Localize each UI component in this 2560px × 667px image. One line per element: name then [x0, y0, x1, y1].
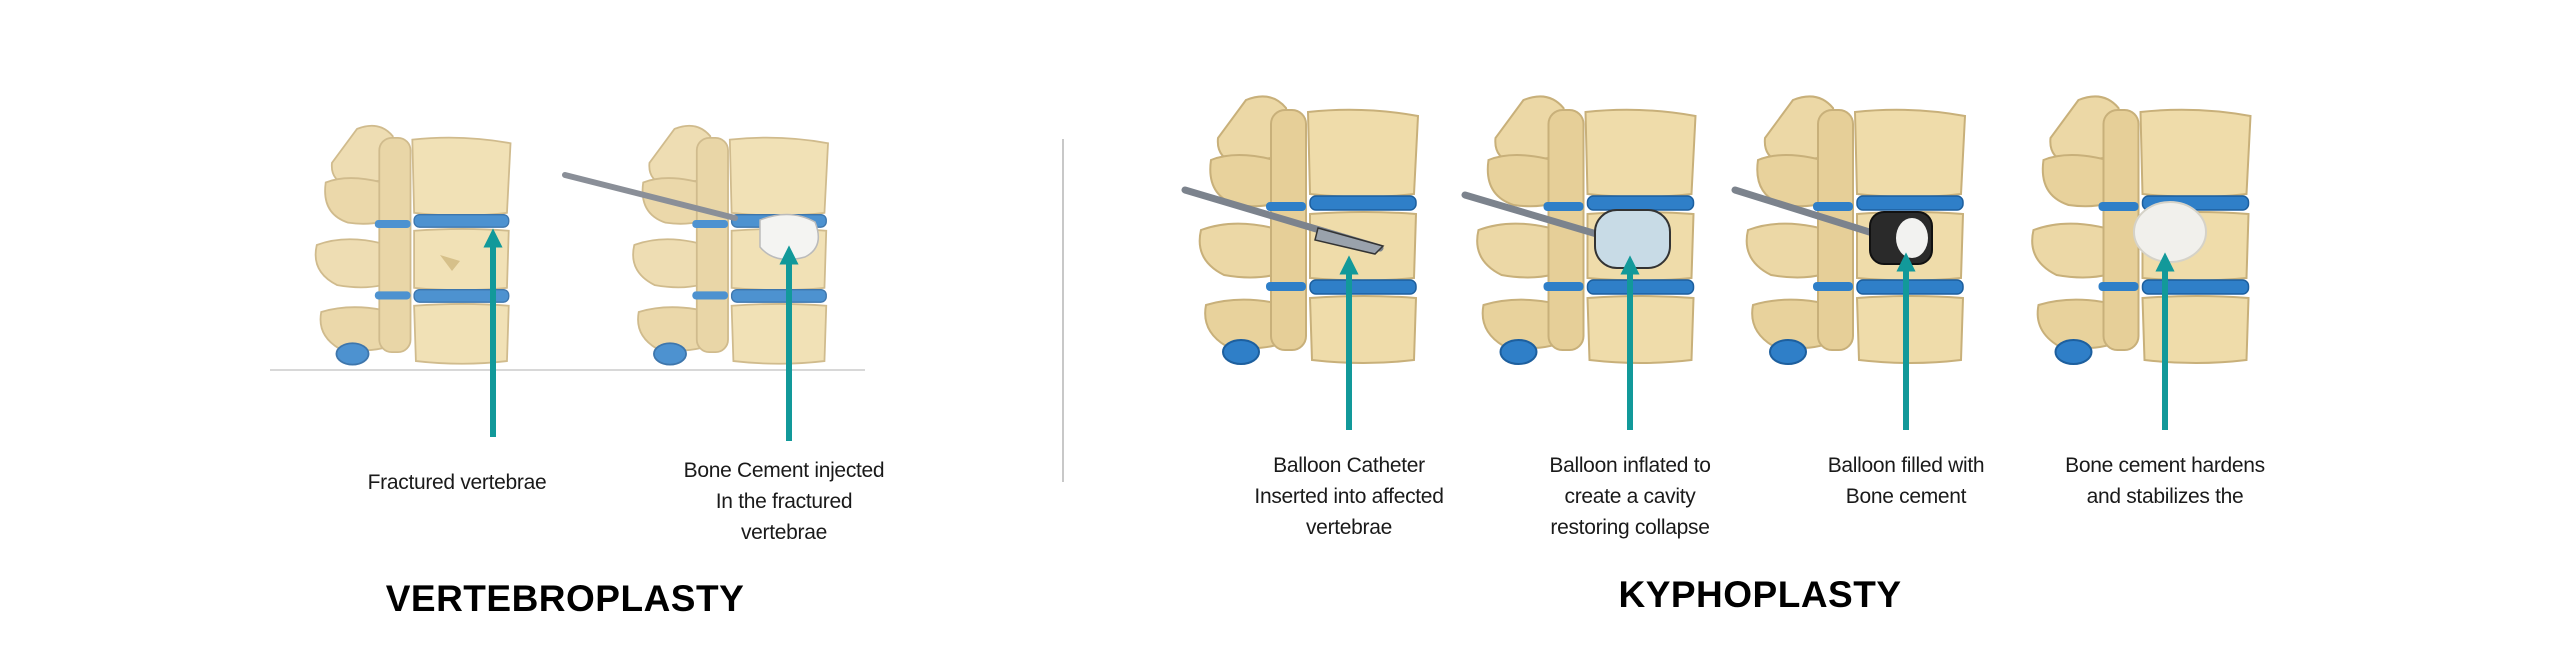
- needle: [562, 172, 738, 221]
- vertebroplasty-panel-cement: [562, 124, 830, 366]
- step-label-cement-injected: Bone Cement injected In the fractured ve…: [684, 455, 885, 548]
- fracture-mark: [440, 255, 460, 271]
- hardened-cement: [2133, 201, 2207, 263]
- label-line: restoring collapse: [1550, 516, 1710, 539]
- vertebroplasty-title: VERTEBROPLASTY: [385, 578, 745, 619]
- step-label-hardens: Bone cement hardens and stabilizes the: [2065, 450, 2265, 512]
- kyphoplasty-panel-inflated: [1461, 95, 1697, 366]
- label-line: Bone cement hardens: [2065, 454, 2265, 477]
- step-label-filled: Balloon filled with Bone cement: [1828, 450, 1985, 512]
- label-line: Balloon inflated to: [1549, 454, 1711, 477]
- vertebroplasty-panel-fractured: [314, 124, 512, 366]
- label-line: Bone Cement injected: [683, 459, 885, 482]
- label-line: In the fractured: [715, 490, 853, 513]
- label-line: Balloon Catheter: [1273, 454, 1425, 477]
- label-line: vertebrae: [740, 521, 828, 544]
- pointer-arrows: [483, 228, 2175, 441]
- label-line: Inserted into affected: [1254, 485, 1444, 508]
- cement-blob: [759, 213, 820, 261]
- kyphoplasty-panel-filled: [1731, 95, 1967, 366]
- label-line: and stabilizes the: [2086, 485, 2244, 508]
- label-line: Bone cement: [1845, 485, 1967, 508]
- balloon: [1594, 209, 1671, 269]
- label-line: Balloon filled with: [1827, 454, 1985, 477]
- label-line: create a cavity: [1564, 485, 1696, 508]
- label-line: vertebrae: [1305, 516, 1393, 539]
- step-label-fractured: Fractured vertebrae: [368, 467, 547, 498]
- step-label-inflated: Balloon inflated to create a cavity rest…: [1549, 450, 1711, 543]
- step-label-catheter: Balloon Catheter Inserted into affected …: [1254, 450, 1443, 543]
- label-line: Fractured vertebrae: [367, 471, 547, 494]
- kyphoplasty-panel-hardened: [2031, 95, 2252, 366]
- kyphoplasty-panel-catheter: [1181, 95, 1420, 366]
- kyphoplasty-title: KYPHOPLASTY: [1618, 574, 1902, 615]
